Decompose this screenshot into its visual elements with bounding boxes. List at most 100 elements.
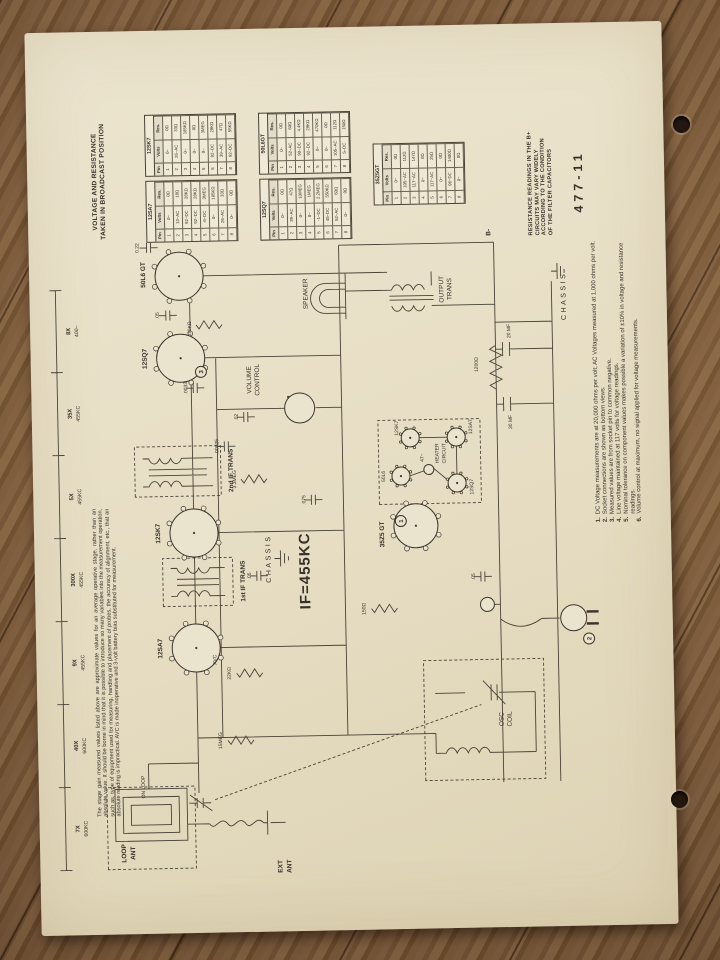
- part-number: 477-11: [570, 150, 586, 213]
- tube-center: [179, 357, 182, 360]
- schematic-label: CONTROL: [254, 363, 262, 395]
- tube-pin: [458, 445, 462, 449]
- switch-symbol: [479, 596, 495, 612]
- tuning-gang-link: [214, 704, 482, 801]
- tube-pin: [182, 620, 189, 627]
- tube-pin: [445, 439, 449, 443]
- tube-pin: [404, 446, 408, 450]
- tube-pin: [412, 426, 416, 430]
- stage-gain-value: 40X: [74, 740, 80, 751]
- tube-pin: [459, 491, 463, 495]
- tube-pin: [187, 330, 194, 337]
- tube-pin: [403, 484, 407, 488]
- note-reference-circle: [394, 515, 407, 528]
- plug-prongs: [586, 610, 599, 625]
- note-reference-number: 2: [587, 636, 593, 640]
- stage-gain-value: 9X: [72, 659, 78, 666]
- stage-gain-value: 7X: [76, 825, 82, 832]
- tube-pin: [398, 432, 403, 436]
- capacitor-symbol: [249, 570, 268, 581]
- schematic-label: 2nd IF TRANS: [227, 448, 235, 492]
- tube-pin: [445, 477, 449, 481]
- tube-pin: [418, 440, 422, 444]
- tube-pin: [445, 485, 450, 489]
- schematic-label: .075: [301, 495, 307, 505]
- tube-symbols: [151, 248, 469, 676]
- b-plus-note: RESISTANCE READINGS IN THE B+CIRCUITS MA…: [526, 111, 555, 235]
- schematic-label: COIL: [506, 711, 513, 727]
- stage-gain-value: 8X: [66, 328, 72, 335]
- heater-circuit-box: [377, 418, 482, 505]
- schematic-label: CIRCUIT: [441, 443, 447, 463]
- tube-pin: [395, 464, 399, 468]
- stage-gain-frequency: 600KC: [82, 737, 88, 753]
- schematic-label: 12SQ7: [141, 348, 148, 369]
- pilot-lamp-symbol: [423, 464, 435, 476]
- tables-header: VOLTAGE AND RESISTANCE TAKEN IN BROADCAS…: [90, 120, 108, 244]
- tube-pin: [409, 470, 413, 474]
- tube-pin: [181, 554, 188, 561]
- schematic-label: TRANS: [446, 277, 453, 300]
- note-reference-number: 3: [199, 369, 205, 373]
- tube-pin: [390, 514, 396, 520]
- schematic-label: 1st IF TRANS: [240, 560, 248, 602]
- tube-center: [414, 524, 418, 527]
- note-number: 6.: [637, 516, 644, 522]
- tube-pin: [450, 425, 454, 429]
- capacitor-symbol: [186, 382, 205, 394]
- tube-pin: [464, 431, 468, 435]
- capacitor-symbol: [304, 494, 323, 505]
- tube-pin: [435, 513, 442, 519]
- schematic-label: HEATER: [434, 443, 440, 463]
- resistor-symbol: [195, 319, 223, 330]
- if2-box: [133, 445, 222, 498]
- tube-pin: [465, 477, 469, 481]
- stage-gain-value: 300X: [71, 573, 77, 587]
- tube-pin: [168, 635, 175, 642]
- schematic-label: 22KΩ: [227, 667, 233, 680]
- tube-pin: [404, 545, 410, 552]
- schematic-label: 470KΩ: [187, 321, 193, 337]
- tube-pin: [201, 283, 207, 289]
- punch-hole-bottom: [671, 791, 688, 808]
- schematic-label: 0.22: [134, 243, 140, 253]
- tube-pin: [202, 344, 208, 351]
- schematic-label: 20 MF: [506, 324, 512, 338]
- schematic-label: .0033: [183, 382, 189, 395]
- if1-box: [162, 556, 234, 608]
- tube-pin: [200, 505, 207, 512]
- schematic-label: ANT: [286, 859, 293, 873]
- schematic-label: 35Z5 GT: [379, 521, 386, 547]
- stage-gain-frequency: 455KC: [77, 488, 83, 504]
- schematic-label: OSC: [499, 712, 506, 727]
- tube-pin: [168, 380, 174, 386]
- tube-pin: [200, 262, 207, 269]
- schematic-label: 3.3MEG: [232, 470, 238, 489]
- schematic-label: 50L6 GT: [140, 262, 147, 288]
- tube-pin: [183, 669, 190, 676]
- schematic-label: .05: [471, 573, 477, 580]
- tube-pin: [166, 540, 173, 547]
- tube-pin: [435, 531, 442, 538]
- schematic-label: 12SA7: [157, 638, 164, 658]
- schematic-label: B-: [485, 229, 492, 236]
- tube-pin: [403, 500, 409, 507]
- schematic-label: CHASSIS: [265, 534, 273, 582]
- tube-pin: [180, 505, 187, 512]
- schematic-label: 150Ω: [361, 602, 367, 614]
- stage-gain-frequency: 455KC: [79, 571, 85, 587]
- tube-pin: [399, 440, 403, 444]
- note-number: 5.: [623, 516, 630, 522]
- schematic-label: AVC: [212, 654, 218, 664]
- tube-pin: [464, 439, 468, 443]
- tube-pin: [465, 485, 469, 489]
- tube-pin: [204, 669, 210, 676]
- tube-pin: [458, 425, 462, 429]
- capacitor-symbol: [158, 310, 177, 321]
- tube-pin: [390, 532, 397, 539]
- measurement-notes: 1.DC Voltage measurements are at 20,000 …: [590, 223, 644, 523]
